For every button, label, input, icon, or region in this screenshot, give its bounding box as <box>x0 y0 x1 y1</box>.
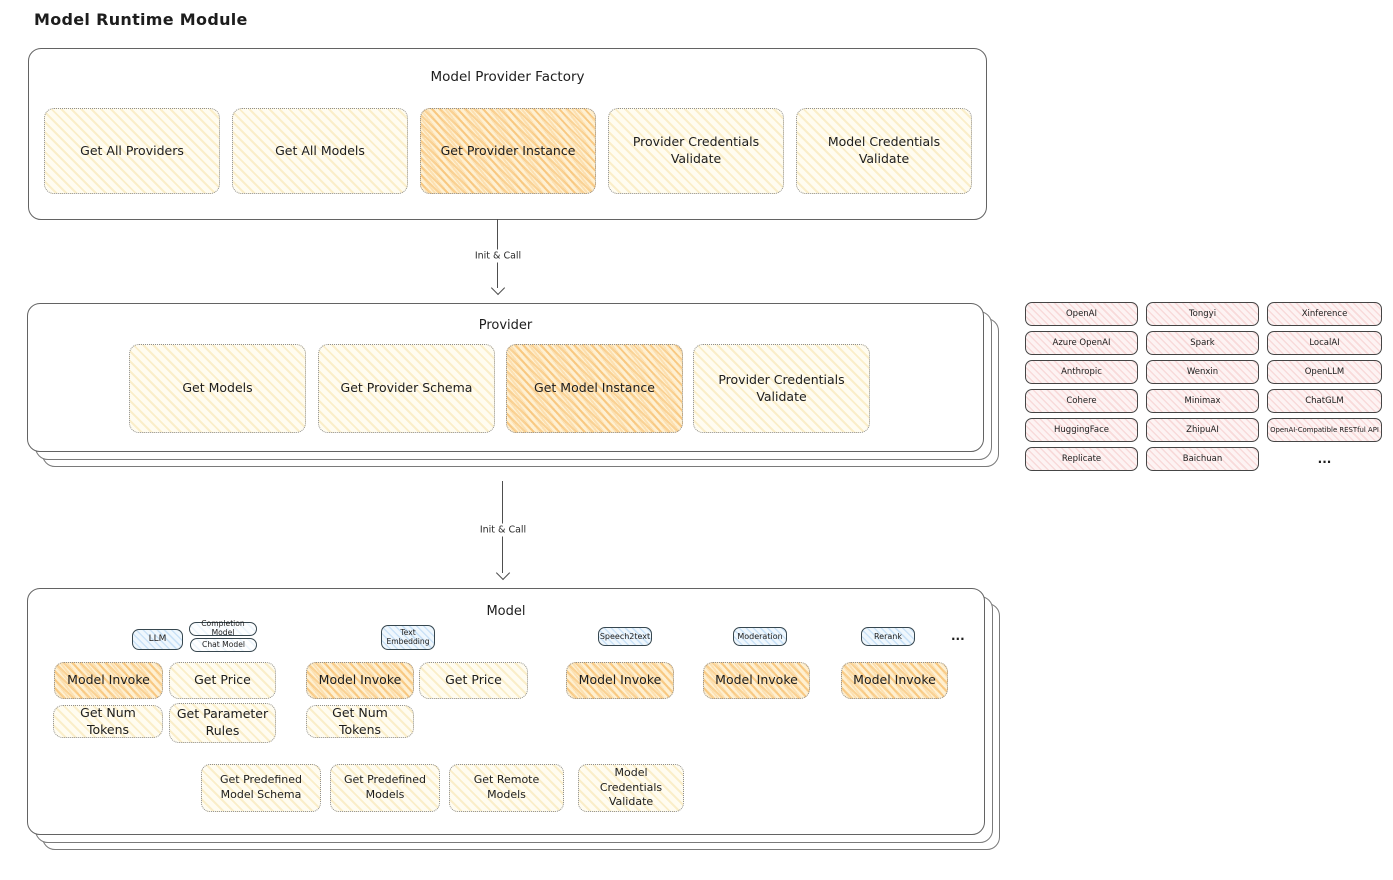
provider-baichuan: Baichuan <box>1146 447 1259 471</box>
tag-text-embedding: Text Embedding <box>381 625 435 650</box>
model-get-predefined-models-node: Get Predefined Models <box>330 764 440 812</box>
provider-tongyi: Tongyi <box>1146 302 1259 326</box>
speech2text-model-invoke-node: Model Invoke <box>566 662 674 699</box>
provider-openllm: OpenLLM <box>1267 360 1382 384</box>
factory-get-all-providers-node: Get All Providers <box>44 108 220 194</box>
factory-get-provider-instance-node: Get Provider Instance <box>420 108 596 194</box>
model-get-remote-models-node: Get Remote Models <box>449 764 564 812</box>
llm-get-parameter-rules-node: Get Parameter Rules <box>169 703 276 743</box>
arrow-label: Init & Call <box>475 523 531 536</box>
moderation-model-invoke-node: Model Invoke <box>703 662 810 699</box>
llm-model-invoke-node: Model Invoke <box>54 662 163 699</box>
tag-chat-model: Chat Model <box>190 638 257 652</box>
provider-azure-openai: Azure OpenAI <box>1025 331 1138 355</box>
factory-section-title: Model Provider Factory <box>430 69 585 85</box>
provider-list-ellipsis: ... <box>1317 452 1332 466</box>
provider-anthropic: Anthropic <box>1025 360 1138 384</box>
llm-get-num-tokens-node: Get Num Tokens <box>53 705 163 738</box>
tag-speech2text: Speech2text <box>598 627 652 646</box>
tag-completion-model: Completion Model <box>189 619 257 637</box>
model-credentials-validate-node: Model Credentials Validate <box>578 764 684 812</box>
model-get-predefined-model-schema-node: Get Predefined Model Schema <box>201 764 321 812</box>
provider-get-provider-schema-node: Get Provider Schema <box>318 344 495 433</box>
factory-section: Model Provider Factory Get All Providers… <box>28 48 987 220</box>
provider-openai-compatible: OpenAI-Compatible RESTful API <box>1267 418 1382 442</box>
provider-chatglm: ChatGLM <box>1267 389 1382 413</box>
factory-get-all-models-node: Get All Models <box>232 108 408 194</box>
model-types-ellipsis: ... <box>951 629 965 643</box>
arrow-down-icon: Init & Call <box>470 219 526 296</box>
provider-zhipuai: ZhipuAI <box>1146 418 1259 442</box>
provider-cohere: Cohere <box>1025 389 1138 413</box>
provider-spark: Spark <box>1146 331 1259 355</box>
provider-localai: LocalAI <box>1267 331 1382 355</box>
embedding-model-invoke-node: Model Invoke <box>306 662 414 699</box>
tag-moderation: Moderation <box>733 627 787 646</box>
provider-get-models-node: Get Models <box>129 344 306 433</box>
llm-get-price-node: Get Price <box>169 662 276 699</box>
provider-get-model-instance-node: Get Model Instance <box>506 344 683 433</box>
page-title: Model Runtime Module <box>34 10 248 29</box>
provider-xinference: Xinference <box>1267 302 1382 326</box>
rerank-model-invoke-node: Model Invoke <box>841 662 948 699</box>
factory-model-credentials-validate-node: Model Credentials Validate <box>796 108 972 194</box>
provider-wenxin: Wenxin <box>1146 360 1259 384</box>
provider-section-title: Provider <box>478 318 533 333</box>
model-section-title: Model <box>486 604 526 619</box>
embedding-get-price-node: Get Price <box>419 662 528 699</box>
arrow-label: Init & Call <box>470 249 526 263</box>
provider-minimax: Minimax <box>1146 389 1259 413</box>
embedding-get-num-tokens-node: Get Num Tokens <box>306 705 414 738</box>
provider-openai: OpenAI <box>1025 302 1138 326</box>
tag-rerank: Rerank <box>861 627 915 646</box>
provider-list-grid: OpenAI Tongyi Xinference Azure OpenAI Sp… <box>1025 302 1382 471</box>
provider-section: Provider Get Models Get Provider Schema … <box>27 303 984 452</box>
factory-provider-credentials-validate-node: Provider Credentials Validate <box>608 108 784 194</box>
model-section: Model LLM Completion Model Chat Model Te… <box>27 588 985 835</box>
provider-huggingface: HuggingFace <box>1025 418 1138 442</box>
tag-llm: LLM <box>132 629 183 650</box>
arrowhead-icon <box>496 565 511 581</box>
provider-credentials-validate-node: Provider Credentials Validate <box>693 344 870 433</box>
arrowhead-icon <box>491 280 506 296</box>
arrow-down-icon: Init & Call <box>475 481 531 581</box>
provider-replicate: Replicate <box>1025 447 1138 471</box>
